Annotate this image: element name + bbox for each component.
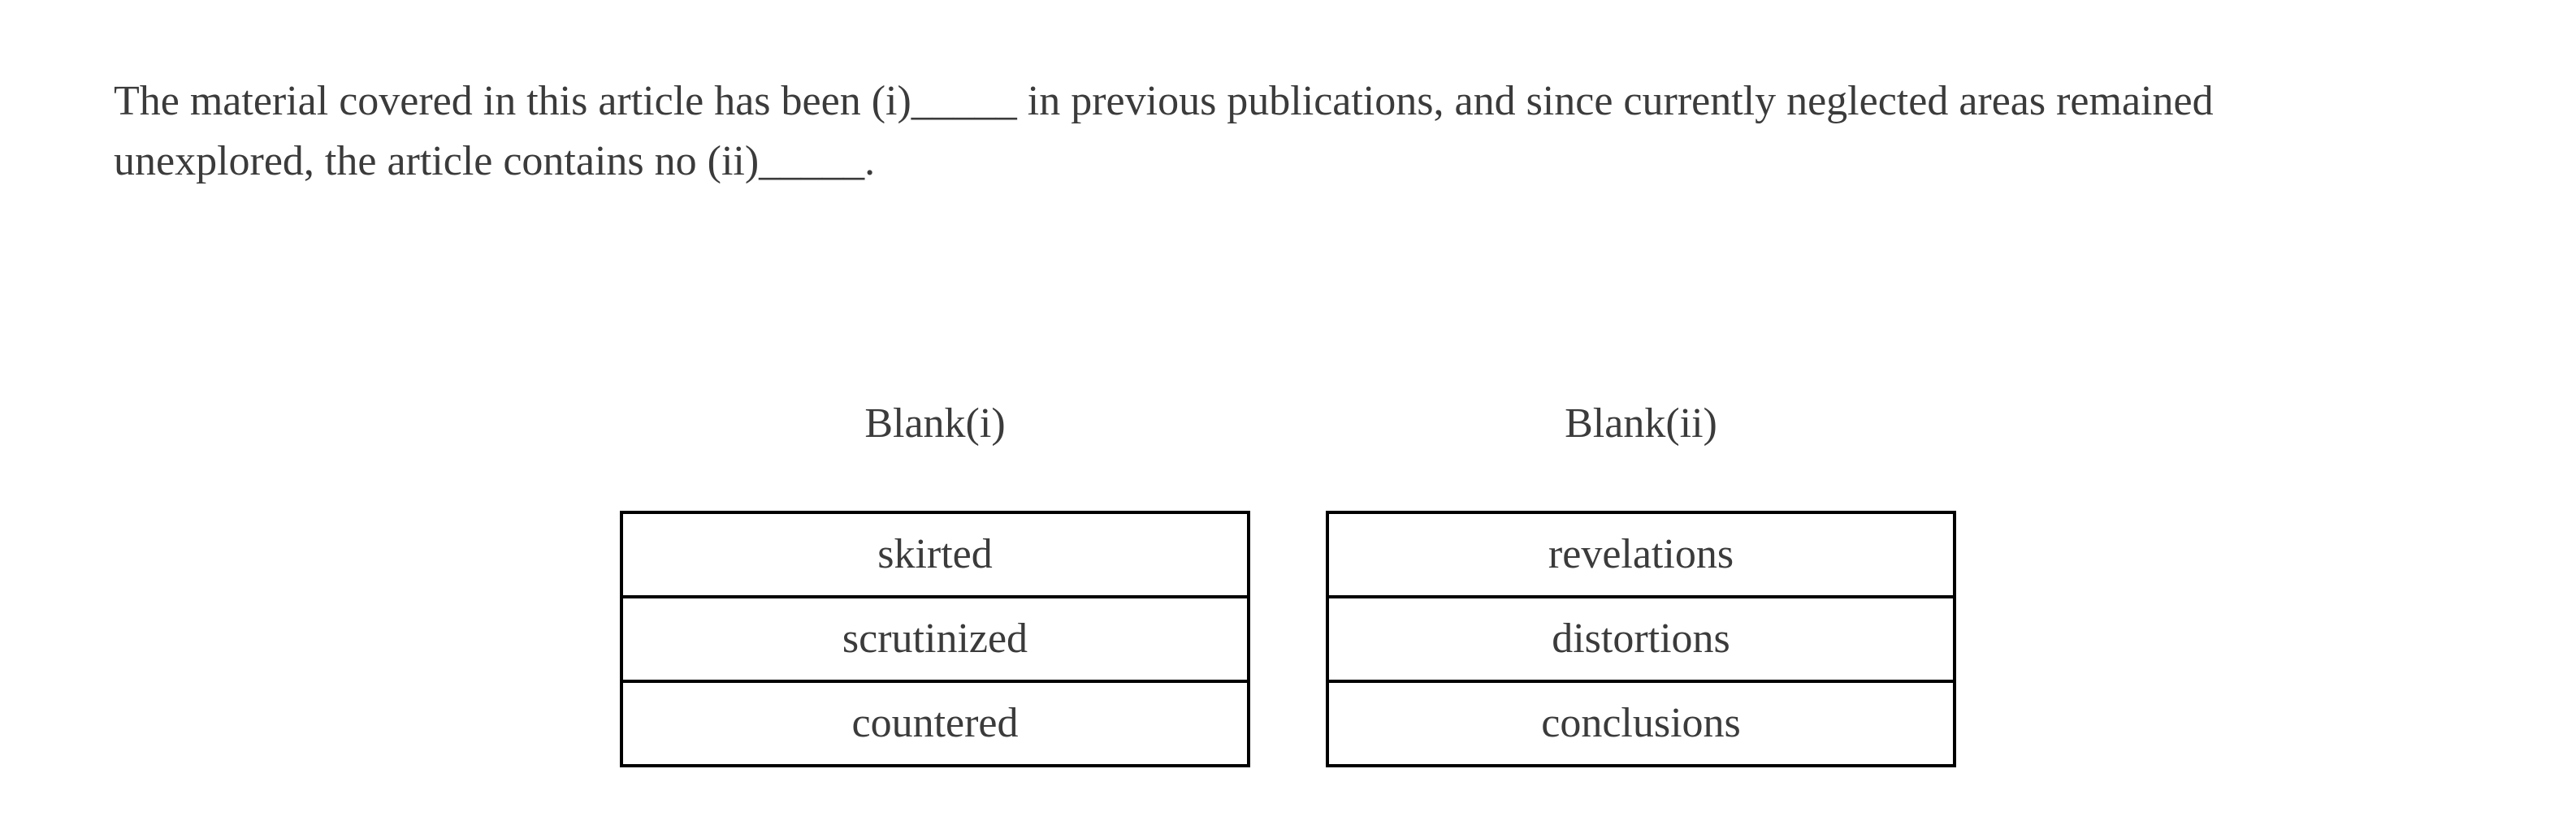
blank-i-choice-countered[interactable]: countered	[851, 700, 1019, 746]
blank-ii-choice-distortions[interactable]: distortions	[1329, 598, 1953, 683]
stem-line1-text-before-blank: The material covered in this article has…	[114, 78, 911, 124]
blank-i-column-header: Blank(i)	[864, 400, 1006, 447]
blank-i-choice-scrutinized[interactable]: scrutinized	[623, 598, 1247, 683]
blank-ii-choice-revelations[interactable]: revelations	[1329, 514, 1953, 598]
question-stem: The material covered in this article has…	[114, 71, 2429, 192]
stem-line2-text-before-blank: unexplored, the article contains no (ii)	[114, 138, 760, 184]
stem-line2-text-after-blank: .	[864, 138, 876, 184]
blank-ii-column-header: Blank(ii)	[1565, 400, 1717, 447]
blank-ii-underscore: _____	[759, 138, 865, 184]
blank-ii-choice-table: revelations distortions conclusions	[1326, 511, 1956, 767]
blank-i-underscore: _____	[911, 78, 1017, 124]
blank-ii-choice-conclusions[interactable]: conclusions	[1541, 700, 1741, 746]
stem-line1-text-after-blank: in previous publications, and since curr…	[1016, 78, 2214, 124]
blank-i-choice-table: skirted scrutinized countered	[620, 511, 1250, 767]
blank-i-choice-skirted[interactable]: skirted	[623, 514, 1247, 598]
